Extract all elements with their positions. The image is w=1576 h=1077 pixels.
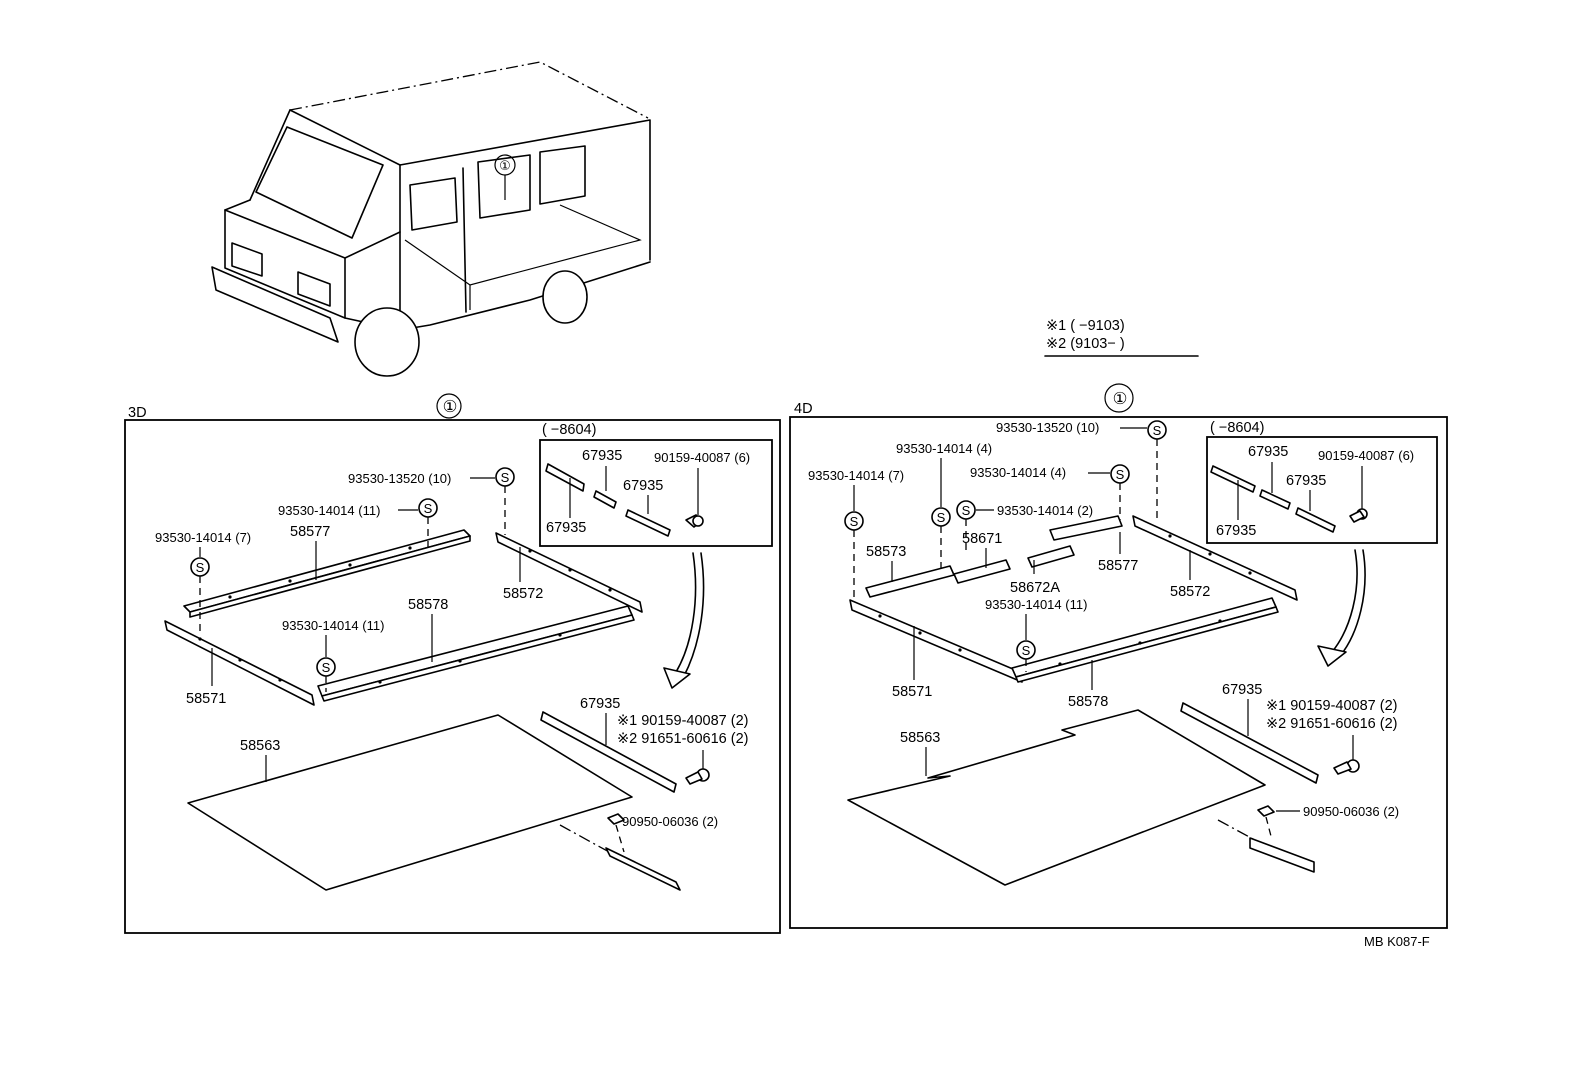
label-3d-91651-60616-2: ※2 91651-60616 (2) bbox=[617, 731, 748, 747]
label-4d-93530-14014-2: 93530-14014 (2) bbox=[997, 503, 1093, 518]
panel-4d-title: 4D bbox=[794, 401, 813, 417]
label-3d-90950-06036-2: 90950-06036 (2) bbox=[622, 814, 718, 829]
panel-4d-inset bbox=[1206, 436, 1438, 544]
screw-3d-c: S bbox=[196, 560, 205, 575]
label-4d-58672A: 58672A bbox=[1010, 580, 1060, 596]
label-4d-93530-14014-4b: 93530-14014 (4) bbox=[970, 465, 1066, 480]
label-3d-90159-40087-2: ※1 90159-40087 (2) bbox=[617, 713, 748, 729]
legend-note-1: ※1 ( −9103) bbox=[1046, 318, 1125, 334]
panel-4d-callout-circle bbox=[1104, 383, 1134, 413]
panel-3d: 3D ① ( −8604) 67935 67935 67935 90159-40… bbox=[124, 393, 781, 934]
label-3d-58577: 58577 bbox=[290, 524, 330, 540]
van-callout-label: ① bbox=[499, 158, 511, 173]
label-4d-58572: 58572 bbox=[1170, 584, 1210, 600]
screw-4d-d: S bbox=[937, 510, 946, 525]
panel-4d-callout: ① bbox=[1113, 390, 1128, 408]
panel-3d-callout-circle bbox=[436, 393, 462, 419]
label-4d-90159-40087-2: ※1 90159-40087 (2) bbox=[1266, 698, 1397, 714]
panel-4d-frame bbox=[789, 416, 1448, 929]
label-3d-67935-inset-c: 67935 bbox=[546, 520, 586, 536]
label-3d-58572: 58572 bbox=[503, 586, 543, 602]
panel-4d: 4D ① ( −8604) 67935 67935 67935 90159-40… bbox=[789, 383, 1448, 929]
label-4d-67935: 67935 bbox=[1222, 682, 1262, 698]
legend-note-2: ※2 (9103− ) bbox=[1046, 336, 1125, 352]
screw-3d-b: S bbox=[424, 501, 433, 516]
label-4d-58571: 58571 bbox=[892, 684, 932, 700]
panel-3d-title: 3D bbox=[128, 405, 147, 421]
label-4d-67935-inset-b: 67935 bbox=[1286, 473, 1326, 489]
rail-holes-4d bbox=[878, 534, 1252, 666]
screw-4d-c: S bbox=[962, 503, 971, 518]
screw-3d-a: S bbox=[501, 470, 510, 485]
label-4d-93530-13520: 93530-13520 (10) bbox=[996, 420, 1099, 435]
label-4d-93530-14014-7: 93530-14014 (7) bbox=[808, 468, 904, 483]
panel-3d-inset-range: ( −8604) bbox=[542, 422, 596, 438]
screw-3d-d: S bbox=[322, 660, 331, 675]
label-4d-67935-inset-c: 67935 bbox=[1216, 523, 1256, 539]
label-3d-67935-inset-b: 67935 bbox=[623, 478, 663, 494]
van-illustration: ① bbox=[211, 61, 651, 377]
label-3d-90159-40087-6: 90159-40087 (6) bbox=[654, 450, 750, 465]
label-3d-58571: 58571 bbox=[186, 691, 226, 707]
legend: ※1 ( −9103) ※2 (9103− ) bbox=[1044, 318, 1199, 357]
label-4d-93530-14014-11: 93530-14014 (11) bbox=[985, 597, 1087, 612]
screw-4d-f: S bbox=[1022, 643, 1031, 658]
label-4d-93530-14014-4a: 93530-14014 (4) bbox=[896, 441, 992, 456]
panel-4d-inset-range: ( −8604) bbox=[1210, 420, 1264, 436]
screw-4d-e: S bbox=[850, 514, 859, 529]
panel-3d-inset bbox=[539, 439, 773, 547]
diagram-code: MB K087-F bbox=[1364, 934, 1430, 949]
panel-3d-callout: ① bbox=[443, 398, 458, 416]
label-4d-91651-60616-2: ※2 91651-60616 (2) bbox=[1266, 716, 1397, 732]
label-3d-67935-inset-a: 67935 bbox=[582, 448, 622, 464]
label-3d-93530-13520: 93530-13520 (10) bbox=[348, 471, 451, 486]
label-3d-93530-14014-11b: 93530-14014 (11) bbox=[282, 618, 384, 633]
label-3d-58578: 58578 bbox=[408, 597, 448, 613]
label-3d-67935: 67935 bbox=[580, 696, 620, 712]
label-3d-58563: 58563 bbox=[240, 738, 280, 754]
panel-3d-frame bbox=[124, 419, 781, 934]
label-4d-90950-06036-2: 90950-06036 (2) bbox=[1303, 804, 1399, 819]
rail-holes-3d bbox=[198, 546, 612, 684]
label-4d-58671: 58671 bbox=[962, 531, 1002, 547]
screw-4d-b: S bbox=[1116, 467, 1125, 482]
label-4d-90159-40087-6: 90159-40087 (6) bbox=[1318, 448, 1414, 463]
label-4d-58578: 58578 bbox=[1068, 694, 1108, 710]
screw-4d-a: S bbox=[1153, 423, 1162, 438]
label-3d-93530-14014-7: 93530-14014 (7) bbox=[155, 530, 251, 545]
label-4d-67935-inset-a: 67935 bbox=[1248, 444, 1288, 460]
label-4d-58573: 58573 bbox=[866, 544, 906, 560]
label-4d-58563: 58563 bbox=[900, 730, 940, 746]
label-4d-58577: 58577 bbox=[1098, 558, 1138, 574]
label-3d-93530-14014-11a: 93530-14014 (11) bbox=[278, 503, 380, 518]
